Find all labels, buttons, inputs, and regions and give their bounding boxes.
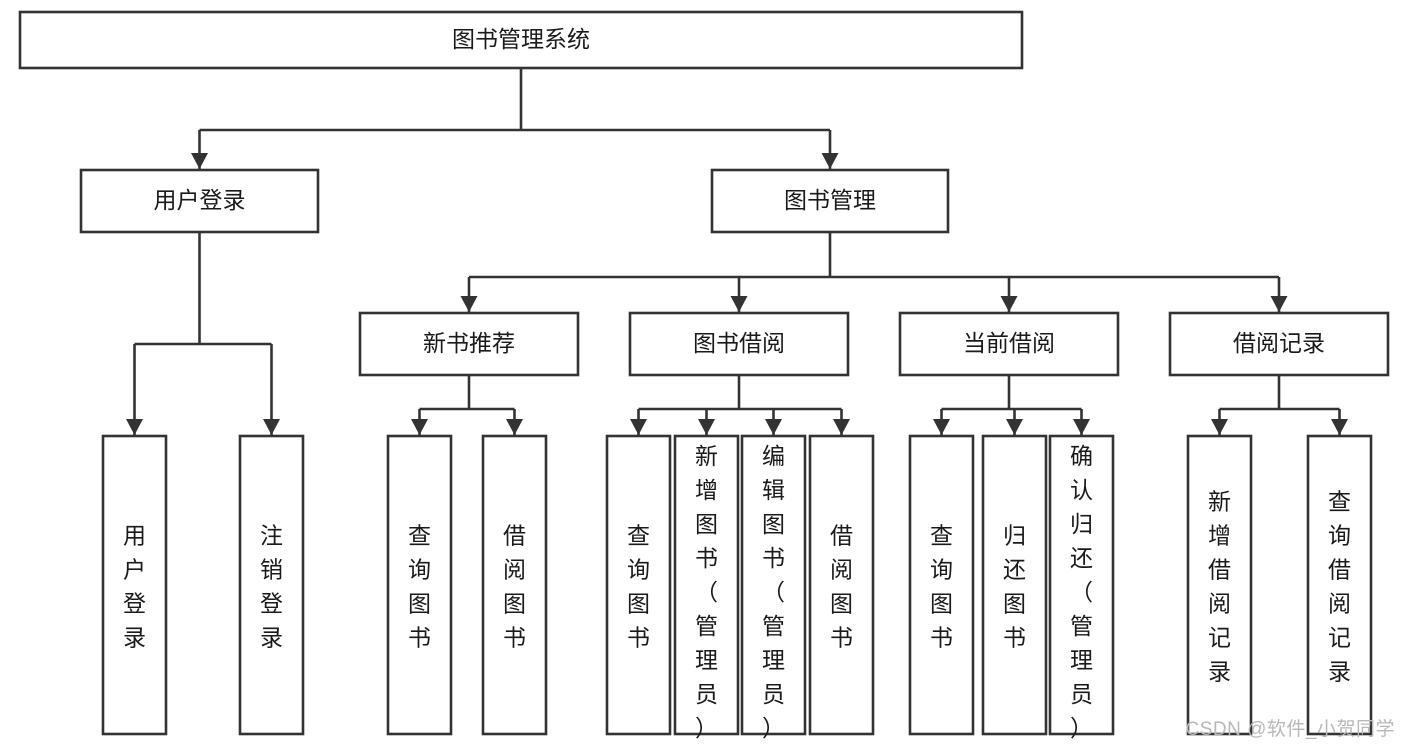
edge-group-current-borrow	[933, 375, 1090, 435]
node-label-leaf-query-record: 查询借阅记录	[1328, 489, 1351, 685]
node-leaf-borrow-book-1[interactable]: 借阅图书	[481, 434, 548, 736]
node-box-leaf-edit-book	[740, 434, 807, 736]
node-box-book-manage	[710, 168, 950, 234]
node-box-leaf-borrow-book-2	[808, 434, 875, 736]
arrow-head-icon	[1270, 296, 1288, 312]
arrow-head-icon	[630, 419, 647, 435]
node-leaf-query-book-1[interactable]: 查询图书	[386, 434, 453, 736]
arrow-head-icon	[1000, 296, 1018, 312]
node-label-user-login: 用户登录	[154, 187, 246, 213]
node-leaf-query-record[interactable]: 查询借阅记录	[1306, 434, 1373, 736]
node-borrow-records[interactable]: 借阅记录	[1168, 311, 1390, 377]
node-box-book-borrow	[628, 311, 850, 377]
node-box-leaf-query-book-1	[386, 434, 453, 736]
node-label-leaf-user-login: 用户登录	[123, 523, 146, 651]
node-label-leaf-query-book-1: 查询图书	[408, 523, 431, 651]
edge-group-new-book-recommend	[411, 375, 523, 435]
arrow-head-icon	[263, 419, 280, 435]
node-current-borrow[interactable]: 当前借阅	[898, 311, 1120, 377]
arrow-head-icon	[411, 419, 428, 435]
node-box-user-login	[79, 168, 320, 234]
edge-group-user-login	[126, 232, 280, 435]
node-label-book-borrow: 图书借阅	[693, 330, 785, 356]
edge-group-root	[191, 68, 839, 169]
edge-group-borrow-records	[1211, 375, 1348, 435]
node-box-leaf-query-book-3	[908, 434, 975, 736]
connector-layer	[126, 68, 1348, 435]
node-leaf-edit-book[interactable]: 编辑图书（管理员）	[740, 434, 807, 741]
arrow-head-icon	[821, 153, 839, 169]
node-box-borrow-records	[1168, 311, 1390, 377]
arrow-head-icon	[933, 419, 950, 435]
node-root[interactable]: 图书管理系统	[18, 10, 1024, 70]
node-label-leaf-borrow-book-2: 借阅图书	[830, 523, 853, 651]
node-book-manage[interactable]: 图书管理	[710, 168, 950, 234]
node-label-leaf-add-record: 新增借阅记录	[1208, 489, 1231, 685]
node-label-leaf-add-book: 新增图书（管理员）	[695, 443, 718, 741]
node-leaf-confirm-return[interactable]: 确认归还（管理员）	[1048, 434, 1115, 741]
arrow-head-icon	[1073, 419, 1090, 435]
arrow-head-icon	[460, 296, 478, 312]
node-label-new-book-recommend: 新书推荐	[423, 330, 515, 356]
arrow-head-icon	[191, 153, 208, 169]
node-leaf-query-book-2[interactable]: 查询图书	[605, 434, 672, 736]
node-layer: 图书管理系统用户登录图书管理新书推荐图书借阅当前借阅借阅记录用户登录注销登录查询…	[18, 10, 1390, 741]
node-book-borrow[interactable]: 图书借阅	[628, 311, 850, 377]
arrow-head-icon	[833, 419, 850, 435]
node-label-leaf-query-book-3: 查询图书	[930, 523, 953, 651]
node-label-current-borrow: 当前借阅	[963, 330, 1055, 356]
node-box-leaf-borrow-book-1	[481, 434, 548, 736]
node-label-leaf-borrow-book-1: 借阅图书	[503, 523, 526, 651]
node-box-leaf-add-record	[1186, 434, 1253, 736]
node-label-book-manage: 图书管理	[784, 187, 876, 213]
edge-group-book-manage	[460, 232, 1288, 312]
node-leaf-query-book-3[interactable]: 查询图书	[908, 434, 975, 736]
node-box-leaf-user-login	[101, 434, 168, 736]
node-box-leaf-add-book	[673, 434, 740, 736]
node-label-leaf-return-book: 归还图书	[1003, 523, 1026, 651]
arrow-head-icon	[1331, 419, 1348, 435]
node-leaf-add-record[interactable]: 新增借阅记录	[1186, 434, 1253, 736]
node-label-leaf-user-logout: 注销登录	[260, 523, 283, 651]
node-box-new-book-recommend	[358, 311, 580, 377]
arrow-head-icon	[506, 419, 523, 435]
arrow-head-icon	[1211, 419, 1228, 435]
node-leaf-add-book[interactable]: 新增图书（管理员）	[673, 434, 740, 741]
edge-group-book-borrow	[630, 375, 850, 435]
node-box-leaf-return-book	[981, 434, 1048, 736]
node-label-leaf-edit-book: 编辑图书（管理员）	[762, 443, 785, 741]
node-leaf-borrow-book-2[interactable]: 借阅图书	[808, 434, 875, 736]
arrow-head-icon	[126, 419, 143, 435]
arrow-head-icon	[698, 419, 715, 435]
node-box-leaf-query-book-2	[605, 434, 672, 736]
arrow-head-icon	[765, 419, 782, 435]
arrow-head-icon	[730, 296, 748, 312]
node-box-current-borrow	[898, 311, 1120, 377]
node-label-root: 图书管理系统	[452, 26, 590, 52]
node-box-leaf-user-logout	[238, 434, 305, 736]
node-box-root	[18, 10, 1024, 70]
node-user-login[interactable]: 用户登录	[79, 168, 320, 234]
arrow-head-icon	[1006, 419, 1023, 435]
node-leaf-return-book[interactable]: 归还图书	[981, 434, 1048, 736]
node-box-leaf-confirm-return	[1048, 434, 1115, 736]
node-new-book-recommend[interactable]: 新书推荐	[358, 311, 580, 377]
node-label-leaf-query-book-2: 查询图书	[627, 523, 650, 651]
node-label-borrow-records: 借阅记录	[1233, 330, 1325, 356]
node-leaf-user-logout[interactable]: 注销登录	[238, 434, 305, 736]
watermark-text: CSDN @软件_小贺同学	[1185, 719, 1395, 740]
node-leaf-user-login[interactable]: 用户登录	[101, 434, 168, 736]
node-label-leaf-confirm-return: 确认归还（管理员）	[1070, 443, 1093, 741]
node-box-leaf-query-record	[1306, 434, 1373, 736]
